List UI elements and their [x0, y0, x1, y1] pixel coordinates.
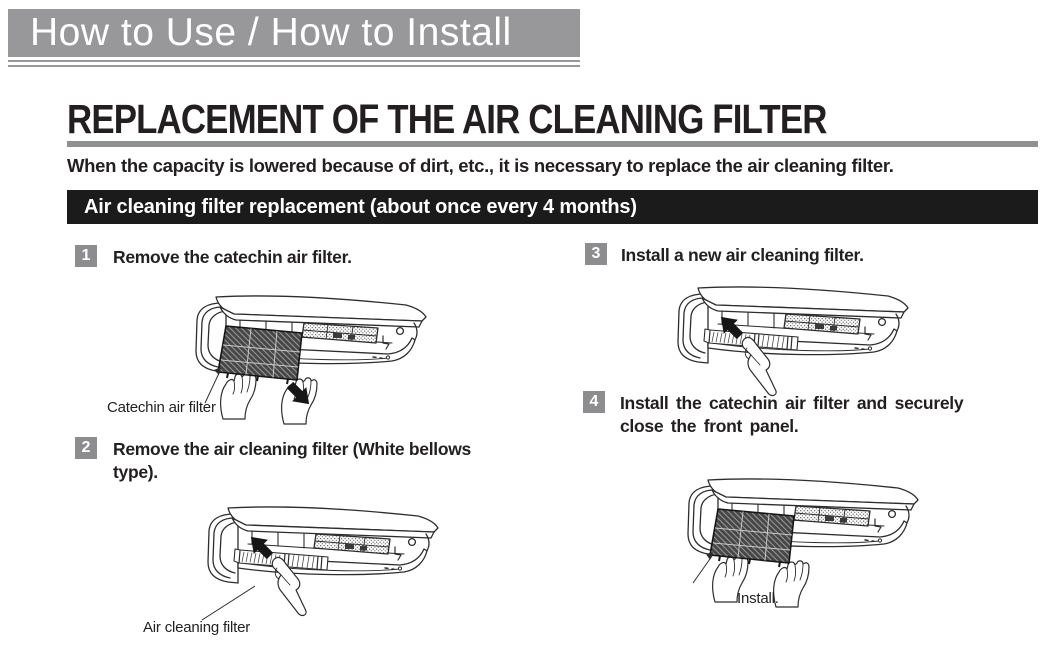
- title-divider: [67, 141, 1038, 147]
- step-instruction-1: Remove the catechin air filter.: [113, 247, 352, 267]
- catechin-filter-graphic: [217, 325, 303, 385]
- step-number-badge-2: 2: [75, 437, 97, 459]
- figure-caption-air-cleaning: Air cleaning filter: [143, 619, 251, 636]
- ac-unit-drawing: [207, 506, 439, 584]
- page-banner: How to Use / How to Install: [8, 9, 580, 57]
- step-number-badge-4: 4: [583, 391, 605, 413]
- section-header-label: Air cleaning filter replacement (about o…: [84, 196, 637, 218]
- ac-unit-illustration-step-2: [201, 506, 439, 621]
- intro-text: When the capacity is lowered because of …: [67, 155, 894, 176]
- banner-title: How to Use / How to Install: [30, 11, 512, 54]
- right-hand-graphic: [772, 560, 810, 608]
- banner-divider: [8, 60, 580, 67]
- catechin-filter-graphic: [709, 508, 795, 568]
- step-instruction-3: Install a new air cleaning filter.: [621, 245, 864, 265]
- ac-unit-illustration-step-3: [677, 286, 909, 397]
- step-instruction-2: Remove the air cleaning filter (White be…: [113, 439, 471, 482]
- section-header: Air cleaning filter replacement (about o…: [67, 190, 1038, 224]
- step-number-badge-1: 1: [75, 245, 97, 267]
- figure-caption-install: Install.: [737, 590, 779, 607]
- left-hand-graphic: [220, 372, 257, 420]
- ac-unit-drawing: [677, 286, 909, 364]
- caption-leader-arrow: [204, 367, 221, 404]
- ac-unit-illustration-step-1: [195, 295, 427, 425]
- caption-leader-line: [201, 585, 256, 621]
- figure-caption-catechin: Catechin air filter: [107, 399, 216, 416]
- install-pointer-arrow: [692, 552, 713, 584]
- step-instruction-4: Install the catechin air filter and secu…: [620, 393, 964, 436]
- step-number-badge-3: 3: [585, 243, 607, 265]
- ac-unit-illustration-step-4: [687, 478, 919, 608]
- page-title: REPLACEMENT OF THE AIR CLEANING FILTER: [67, 96, 827, 142]
